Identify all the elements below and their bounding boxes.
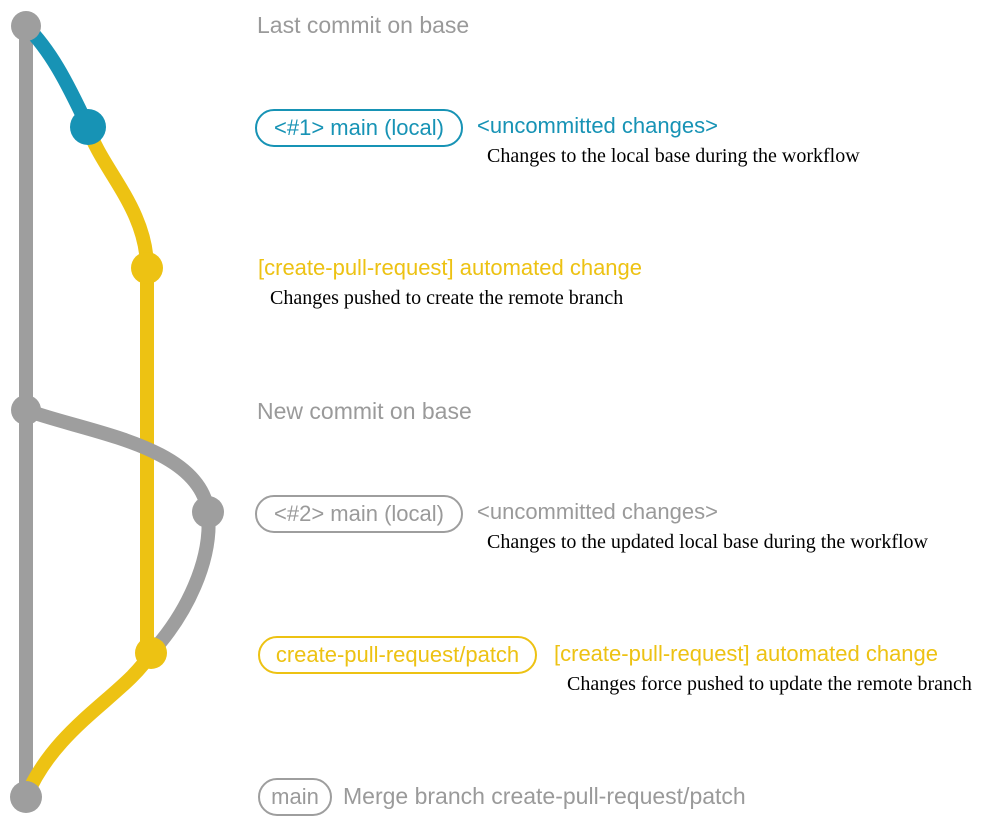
commit-node-merge xyxy=(10,781,42,813)
commit-node-uncommitted-2 xyxy=(192,496,224,528)
branch-pill-main-label: main xyxy=(271,784,319,809)
branch-pill-patch-label: create-pull-request/patch xyxy=(275,642,520,667)
automated-change-1-desc: Changes pushed to create the remote bran… xyxy=(270,287,624,309)
uncommitted-changes-1-desc: Changes to the local base during the wor… xyxy=(487,145,860,167)
commit-node-automated-1 xyxy=(131,252,163,284)
commit-node-last-base xyxy=(11,11,41,41)
branch-pill-main: main xyxy=(258,778,332,816)
automated-change-1-title: [create-pull-request] automated change xyxy=(258,255,643,280)
updated-local-merge-curve xyxy=(144,505,216,660)
uncommitted-changes-2-desc: Changes to the updated local base during… xyxy=(487,531,928,553)
commit-node-automated-2 xyxy=(135,637,167,669)
commit-node-new-base xyxy=(11,395,41,425)
automated-change-2-desc: Changes force pushed to update the remot… xyxy=(567,673,972,695)
branch-pill-patch: create-pull-request/patch xyxy=(258,636,537,674)
branch-pill-main-local-2-label: <#2> main (local) xyxy=(274,501,444,526)
branch-pill-main-local-1: <#1> main (local) xyxy=(255,109,463,147)
new-commit-label: New commit on base xyxy=(257,398,472,424)
branch-pill-main-local-1-label: <#1> main (local) xyxy=(274,115,444,140)
merge-commit-title: Merge branch create-pull-request/patch xyxy=(343,783,746,809)
commit-graph xyxy=(10,11,224,813)
uncommitted-changes-2-title: <uncommitted changes> xyxy=(477,499,718,524)
patch-branch-line xyxy=(81,120,154,660)
commit-node-uncommitted-1 xyxy=(70,109,106,145)
branch-pill-main-local-2: <#2> main (local) xyxy=(255,495,463,533)
uncommitted-changes-1-title: <uncommitted changes> xyxy=(477,113,718,138)
patch-merge-curve xyxy=(19,646,158,804)
last-commit-label: Last commit on base xyxy=(257,12,470,38)
automated-change-2-title: [create-pull-request] automated change xyxy=(554,641,939,666)
updated-local-branch-curve xyxy=(19,403,215,519)
